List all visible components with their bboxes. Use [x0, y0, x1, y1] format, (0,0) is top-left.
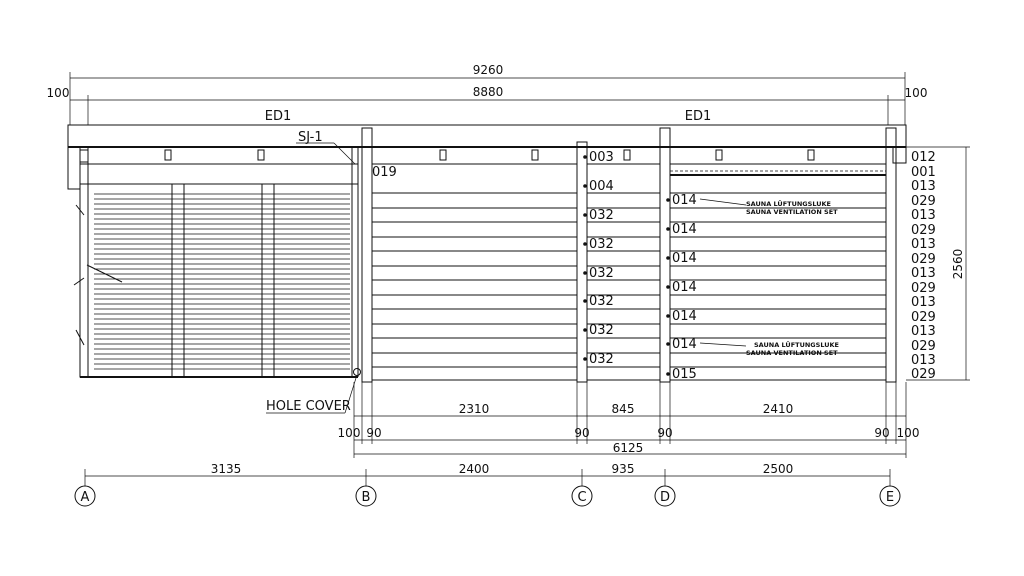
dim-small-4: 90 [657, 426, 672, 440]
code-014: 014 [672, 280, 697, 295]
dim-d-e: 2410 [763, 402, 794, 416]
dim-small-5: 90 [874, 426, 889, 440]
axis-d: D [660, 490, 670, 505]
axis-e: E [886, 490, 894, 505]
wall-b-c: 019 [164, 127, 815, 383]
code-014: 014 [672, 337, 697, 352]
wall-d-e: 014 014 014 014 014 014 015 SAUNA LÜFTUNGSLUKE… [666, 127, 897, 383]
dim-small-3: 90 [574, 426, 589, 440]
axis-dim-a-b: 3135 [211, 462, 242, 476]
axis-dim-d-e: 2500 [763, 462, 794, 476]
bottom-dimensions: 2310 845 2410 100 90 90 90 90 100 6125 [338, 382, 920, 458]
code-032: 032 [589, 323, 614, 338]
code-bullet [666, 256, 670, 260]
code-bullet [666, 285, 670, 289]
axis-grid: 3135 2400 935 2500 A B C D E [74, 462, 901, 507]
axis-dim-c-d: 935 [612, 462, 635, 476]
code-bullet [666, 314, 670, 318]
right-code-029: 029 [911, 310, 936, 325]
overall-width-dim: 9260 [473, 63, 504, 77]
code-bullet [666, 342, 670, 346]
beam-label-right: ED1 [685, 109, 712, 124]
right-code-013: 013 [911, 324, 936, 339]
vent-label-en-1: SAUNA VENTILATION SET [746, 208, 838, 216]
code-bullet [666, 372, 670, 376]
axis-c: C [577, 490, 586, 505]
code-bullet [583, 299, 587, 303]
right-code-012: 012 [911, 150, 936, 165]
roof-beam [67, 124, 907, 190]
code-bullet [666, 198, 670, 202]
axis-a: A [81, 490, 90, 505]
right-code-013: 013 [911, 353, 936, 368]
code-bullet [583, 328, 587, 332]
code-032: 032 [589, 208, 614, 223]
code-032: 032 [589, 294, 614, 309]
dim-wall-total: 6125 [613, 441, 644, 455]
code-032: 032 [589, 352, 614, 367]
right-code-029: 029 [911, 223, 936, 238]
right-code-013: 013 [911, 237, 936, 252]
hole-cover-label: HOLE COVER [266, 399, 351, 414]
top-dimensions: 9260 100 8880 100 ED1 ED1 [47, 63, 928, 125]
code-003: 003 [589, 150, 614, 165]
code-014: 014 [672, 309, 697, 324]
code-015: 015 [672, 367, 697, 382]
code-bullet [583, 155, 587, 159]
right-overhang-dim: 100 [905, 86, 928, 100]
code-014: 014 [672, 251, 697, 266]
callouts: SJ-1 HOLE COVER [266, 130, 361, 414]
vent-label-en-2: SAUNA VENTILATION SET [746, 349, 838, 357]
beam-notch [807, 149, 815, 161]
right-code-013: 013 [911, 295, 936, 310]
dim-c-d: 845 [612, 402, 635, 416]
wall-c-d: 003 004 032 032 032 032 032 032 [583, 127, 671, 383]
canopy-section [73, 146, 359, 378]
right-code-029: 029 [911, 339, 936, 354]
beam-label-left: ED1 [265, 109, 292, 124]
dim-small-1: 100 [338, 426, 361, 440]
left-overhang-dim: 100 [47, 86, 70, 100]
right-code-001: 001 [911, 165, 936, 180]
right-code-013: 013 [911, 266, 936, 281]
beam-notch [439, 149, 447, 161]
right-code-013: 013 [911, 179, 936, 194]
code-bullet [583, 184, 587, 188]
beam-notch [257, 149, 265, 161]
beam-notch [623, 149, 631, 161]
right-codes: 0120010130290130290130290130290130290130… [906, 146, 970, 382]
code-bullet [666, 227, 670, 231]
beam-notch [164, 149, 172, 161]
right-code-029: 029 [911, 281, 936, 296]
sj-label: SJ-1 [298, 130, 323, 145]
right-code-029: 029 [911, 194, 936, 209]
code-b: 019 [372, 165, 397, 180]
right-code-029: 029 [911, 252, 936, 267]
beam-notch [715, 149, 723, 161]
code-bullet [583, 213, 587, 217]
dim-small-2: 90 [366, 426, 381, 440]
code-004: 004 [589, 179, 614, 194]
right-code-029: 029 [911, 367, 936, 382]
axis-b: B [362, 490, 371, 505]
code-bullet [583, 357, 587, 361]
code-032: 032 [589, 266, 614, 281]
axis-dim-b-c: 2400 [459, 462, 490, 476]
dim-small-6: 100 [897, 426, 920, 440]
vent-label-de-1: SAUNA LÜFTUNGSLUKE [746, 199, 831, 208]
height-dim: 2560 [951, 249, 965, 280]
vent-label-de-2: SAUNA LÜFTUNGSLUKE [754, 340, 839, 349]
dim-b-c: 2310 [459, 402, 490, 416]
right-code-013: 013 [911, 208, 936, 223]
inner-width-dim: 8880 [473, 85, 504, 99]
code-014: 014 [672, 222, 697, 237]
code-bullet [583, 271, 587, 275]
code-032: 032 [589, 237, 614, 252]
code-bullet [583, 242, 587, 246]
code-014: 014 [672, 193, 697, 208]
beam-notch [531, 149, 539, 161]
